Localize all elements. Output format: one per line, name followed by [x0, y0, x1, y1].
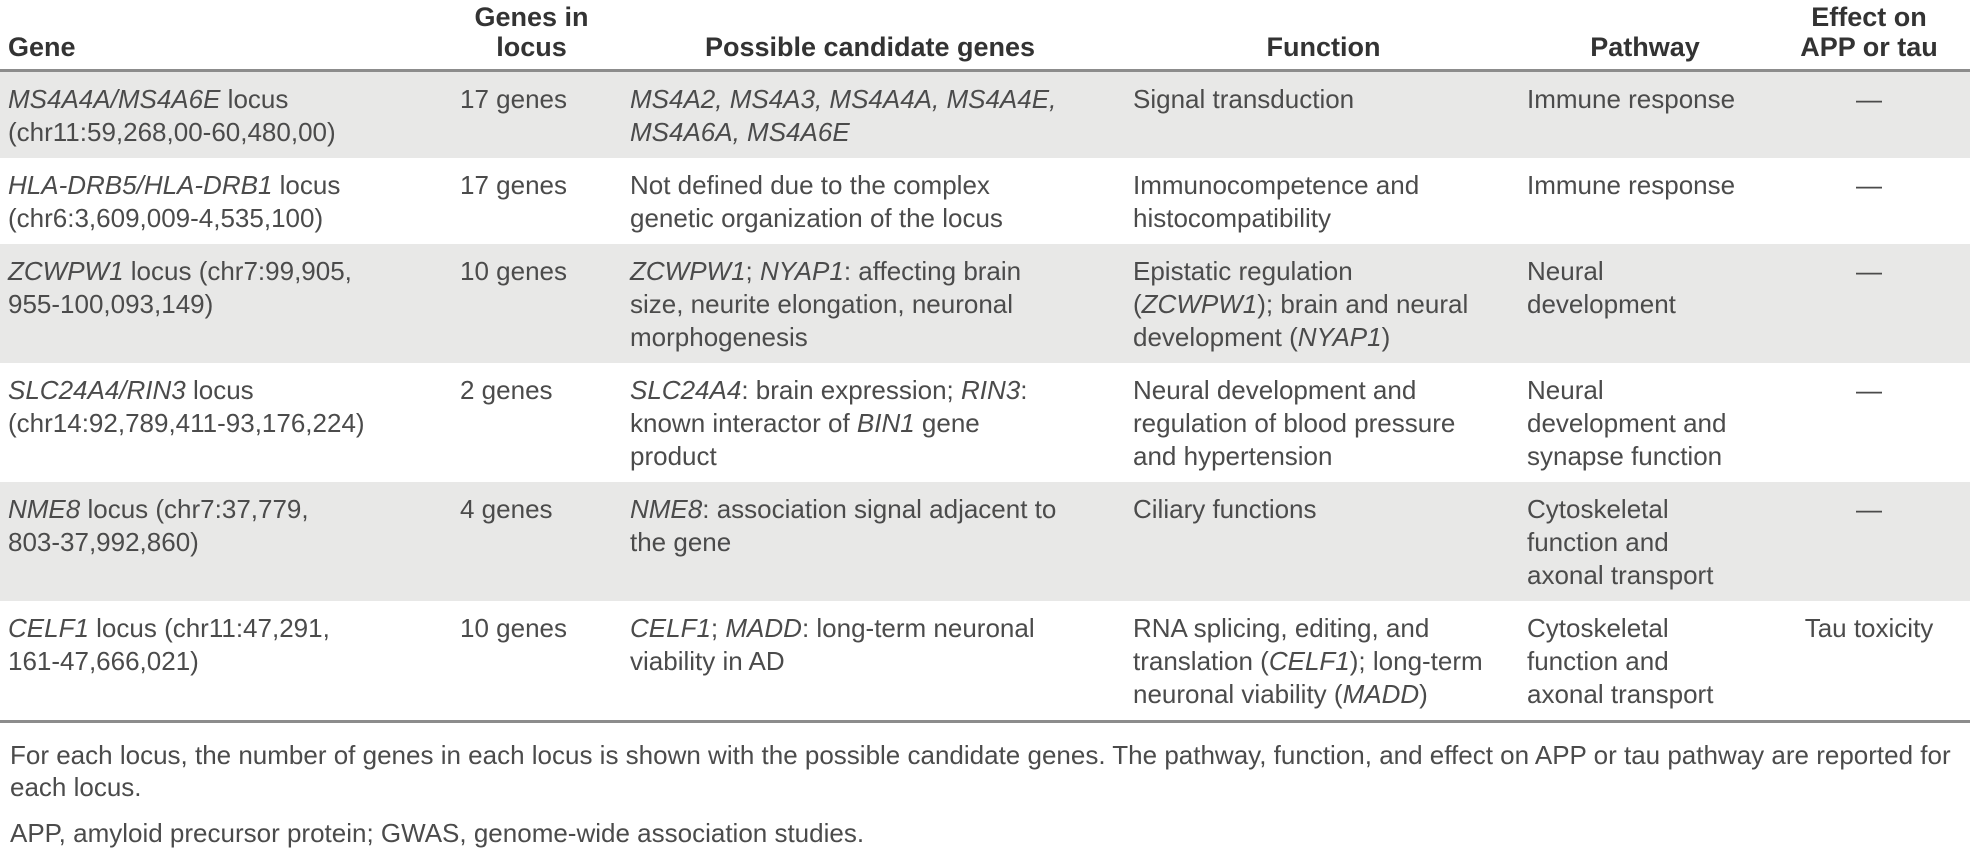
cell-pathway: Cytoskeletal function and axonal transpo…: [1527, 494, 1714, 590]
table-row: HLA-DRB5/HLA-DRB1 locus (chr6:3,609,009-…: [0, 158, 1970, 244]
cell-candidate-genes: NME8: association signal adjacent to the…: [630, 494, 1057, 557]
footnote-abbreviations: APP, amyloid precursor protein; GWAS, ge…: [10, 818, 865, 848]
cell-function: Immunocompetence and histocompatibility: [1133, 170, 1420, 233]
table-footnotes: For each locus, the number of genes in e…: [0, 739, 1970, 849]
table-row: SLC24A4/RIN3 locus (chr14:92,789,411-93,…: [0, 363, 1970, 482]
cell-genes-in-locus: 10 genes: [460, 256, 567, 286]
footnote-description: For each locus, the number of genes in e…: [10, 740, 1951, 802]
cell-genes-in-locus: 17 genes: [460, 84, 567, 114]
column-header-pathway: Pathway: [1522, 0, 1768, 72]
cell-candidate-genes: Not defined due to the complex genetic o…: [630, 170, 1003, 233]
cell-effect: —: [1856, 494, 1882, 524]
table-row: NME8 locus (chr7:37,779, 803-37,992,860)…: [0, 482, 1970, 601]
cell-function: Ciliary functions: [1133, 494, 1317, 524]
cell-candidate-genes: MS4A2, MS4A3, MS4A4A, MS4A4E, MS4A6A, MS…: [630, 84, 1057, 147]
column-header-candidate-genes: Possible candidate genes: [615, 0, 1125, 72]
table-body: MS4A4A/MS4A6E locus (chr11:59,268,00-60,…: [0, 70, 1970, 723]
cell-effect: —: [1856, 375, 1882, 405]
column-header-gene: Gene: [0, 0, 448, 72]
cell-effect: —: [1856, 256, 1882, 286]
cell-pathway: Neural development: [1527, 256, 1676, 319]
cell-gene: CELF1 locus (chr11:47,291, 161-47,666,02…: [0, 601, 448, 723]
cell-gene: HLA-DRB5/HLA-DRB1 locus (chr6:3,609,009-…: [8, 170, 341, 233]
cell-pathway: Immune response: [1527, 84, 1736, 114]
cell-function: Neural development and regulation of blo…: [1133, 375, 1456, 471]
column-header-effect: Effect on APP or tau: [1768, 0, 1970, 72]
column-header-function: Function: [1125, 0, 1522, 72]
cell-candidate-genes: CELF1; MADD: long-term neuronal viabilit…: [615, 601, 1125, 723]
cell-function: Signal transduction: [1133, 84, 1355, 114]
table-row: MS4A4A/MS4A6E locus (chr11:59,268,00-60,…: [0, 70, 1970, 158]
table-row: ZCWPW1 locus (chr7:99,905, 955-100,093,1…: [0, 244, 1970, 363]
cell-gene: MS4A4A/MS4A6E locus (chr11:59,268,00-60,…: [8, 84, 336, 147]
cell-function: Epistatic regulation (ZCWPW1); brain and…: [1133, 256, 1469, 352]
cell-effect: —: [1856, 170, 1882, 200]
column-header-genes-in-locus: Genes in locus: [448, 0, 615, 72]
cell-pathway: Neural development and synapse function: [1527, 375, 1727, 471]
cell-genes-in-locus: 4 genes: [460, 494, 553, 524]
cell-genes-in-locus: 10 genes: [448, 601, 615, 723]
cell-candidate-genes: SLC24A4: brain expression; RIN3: known i…: [630, 375, 1028, 471]
cell-genes-in-locus: 17 genes: [460, 170, 567, 200]
cell-gene: NME8 locus (chr7:37,779, 803-37,992,860): [8, 494, 309, 557]
cell-gene: SLC24A4/RIN3 locus (chr14:92,789,411-93,…: [8, 375, 365, 438]
cell-pathway: Cytoskeletal function and axonal transpo…: [1522, 601, 1768, 723]
cell-pathway: Immune response: [1527, 170, 1736, 200]
cell-gene: ZCWPW1 locus (chr7:99,905, 955-100,093,1…: [8, 256, 352, 319]
cell-effect: —: [1856, 84, 1882, 114]
cell-effect: Tau toxicity: [1768, 601, 1970, 723]
cell-candidate-genes: ZCWPW1; NYAP1: affecting brain size, neu…: [630, 256, 1022, 352]
cell-function: RNA splicing, editing, and translation (…: [1125, 601, 1522, 723]
table-row: CELF1 locus (chr11:47,291, 161-47,666,02…: [0, 601, 1970, 723]
cell-genes-in-locus: 2 genes: [460, 375, 553, 405]
